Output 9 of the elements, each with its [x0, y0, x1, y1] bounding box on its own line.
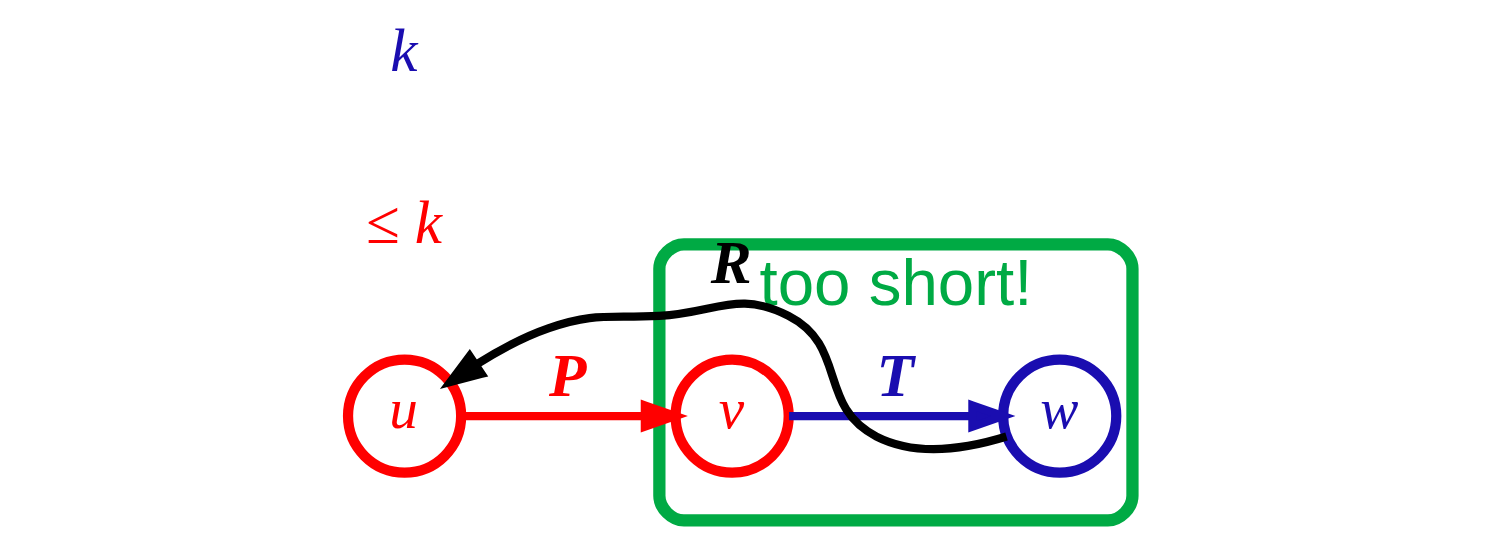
- edge-label: T: [875, 340, 914, 409]
- label: ≤ k: [365, 188, 442, 257]
- label: k: [389, 16, 418, 85]
- node-circle: v: [669, 354, 794, 478]
- arrow: [439, 299, 1008, 453]
- edge-label: P: [548, 340, 586, 409]
- arrow: [788, 399, 1015, 433]
- node-circle: w: [997, 354, 1121, 478]
- node-circle: u: [342, 354, 466, 478]
